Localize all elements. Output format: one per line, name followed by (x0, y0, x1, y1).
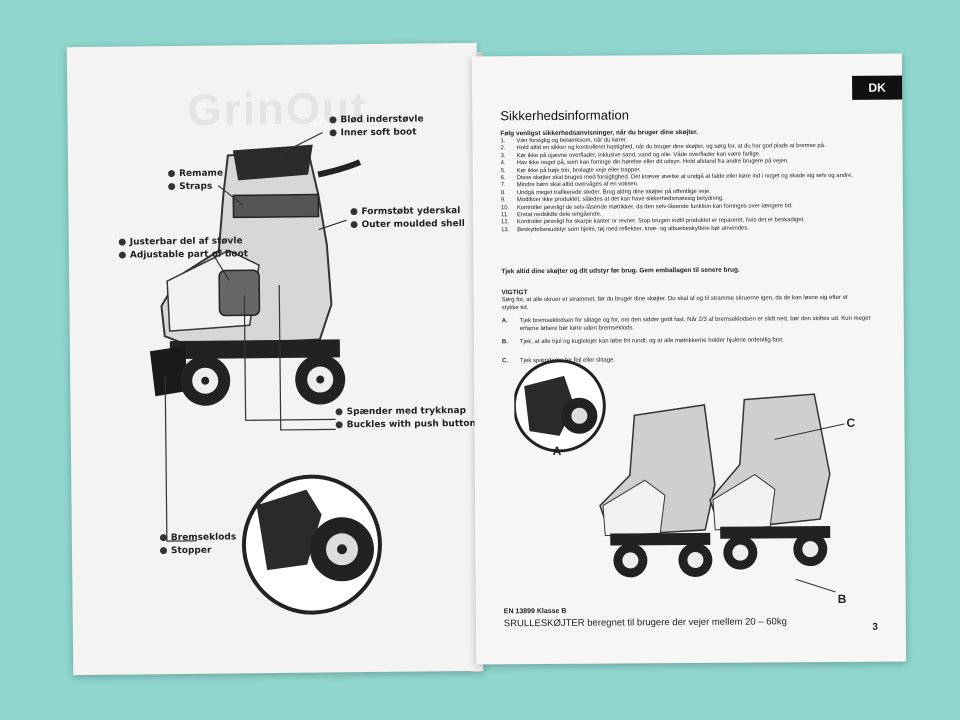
label-stopper: Bremseklods Stopper (159, 531, 237, 558)
check-point-b: B.Tjek, at alle hjul og kuglelejer kan l… (501, 337, 784, 346)
label-outer-moulded-shell: Formstøbt yderskal Outer moulded shell (350, 205, 465, 232)
weight-range-text: SRULLESKØJTER beregnet til brugere der v… (503, 616, 787, 630)
callout-b: B (837, 591, 847, 606)
check-equipment-note: Tjek altid dine skøjter og dit udstyr fø… (501, 266, 740, 276)
lead-text: Følg venligst sikkerhedsanvisninger, når… (500, 128, 699, 138)
page-number: 3 (872, 621, 878, 633)
label-buckles: Spænder med trykknap Buckles with push b… (335, 405, 476, 432)
safety-rules-list: 1.Vær forsigtig og betænksom, når du kør… (500, 136, 866, 235)
stopper-zoom-illustration (241, 474, 382, 615)
skates-pair-illustration (513, 359, 845, 593)
right-page: DK Sikkerhedsinformation Følg venligst s… (471, 53, 907, 665)
language-tab: DK (852, 75, 903, 100)
list-item: 13.Beskyttelsesudstyr som hjelm, tøj med… (501, 225, 749, 234)
important-text: Sørg for, at alle skruer er strammet, fø… (501, 294, 848, 311)
skate-diagram (149, 131, 382, 615)
label-straps: Remame Straps (168, 168, 223, 195)
check-point-a: A.Tjek bremseklodsen for slitage og for,… (501, 315, 871, 332)
label-inner-soft-boot: Blød inderstøvle Inner soft boot (329, 113, 424, 140)
label-adjustable-boot: Justerbar del af støvle Adjustable part … (118, 235, 248, 262)
main-skate-illustration (149, 144, 362, 406)
callout-c: C (846, 415, 856, 430)
left-page: GrinOut Blød inderstøvle Inner soft boot… (66, 42, 484, 676)
standard-label: EN 13899 Klasse B (503, 607, 567, 616)
important-heading: VIGTIGT (501, 289, 528, 297)
page-title: Sikkerhedsinformation (500, 107, 629, 124)
callout-a: A (552, 443, 562, 458)
